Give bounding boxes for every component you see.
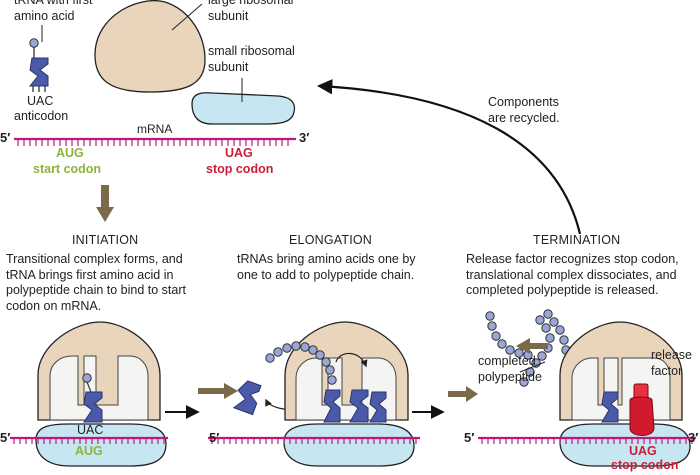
- completed-polypeptide-label: completed polypeptide: [478, 354, 542, 384]
- five-prime-elongation: 5′: [209, 430, 220, 445]
- completed-polypeptide-chain: [485, 309, 581, 387]
- small-subunit-top: [191, 92, 296, 125]
- elongation-title: ELONGATION: [289, 233, 373, 247]
- aug-top: AUG: [56, 146, 84, 160]
- polypeptide-bead: [535, 315, 545, 325]
- mrna-label: mRNA: [137, 122, 173, 136]
- polypeptide-bead: [555, 325, 565, 335]
- three-prime-termination: 3′: [688, 430, 699, 445]
- polypeptide-bead: [485, 311, 495, 321]
- polypeptide-bead: [491, 331, 501, 341]
- polypeptide-bead: [273, 347, 283, 357]
- initiation-description: Transitional complex forms, and tRNA bri…: [6, 252, 186, 313]
- five-prime-termination: 5′: [464, 430, 475, 445]
- polypeptide-bead: [315, 350, 325, 360]
- five-prime-initiation: 5′: [0, 430, 11, 445]
- polypeptide-release-arrow: [516, 338, 548, 354]
- polypeptide-bead: [291, 341, 301, 351]
- polypeptide-bead: [282, 343, 292, 353]
- release-factor-shape: [629, 383, 655, 436]
- polypeptide-bead: [321, 357, 331, 367]
- incoming-trna-arrow: [198, 383, 238, 399]
- polypeptide-bead: [487, 321, 497, 331]
- elongation-incoming-trna: [232, 380, 262, 416]
- start-codon-label: start codon: [33, 162, 102, 176]
- recycled-label: Components are recycled.: [488, 95, 560, 125]
- stop-codon-label: stop codon: [206, 162, 274, 176]
- five-prime-top: 5′: [0, 130, 11, 145]
- polypeptide-bead: [497, 339, 507, 349]
- aug-initiation: AUG: [75, 444, 103, 458]
- initiation-title: INITIATION: [72, 233, 139, 247]
- release-factor-label: release factor: [651, 348, 692, 378]
- uac-initiation: UAC: [77, 423, 104, 437]
- large-subunit-label: large ribosomal subunit: [208, 0, 294, 23]
- polypeptide-bead: [549, 317, 559, 327]
- three-prime-top: 3′: [299, 130, 310, 145]
- elongation-complex: [208, 321, 420, 467]
- termination-complex: [478, 321, 696, 467]
- polypeptide-bead: [514, 348, 524, 358]
- polypeptide-bead: [505, 345, 515, 355]
- recycle-arrow: [316, 79, 582, 235]
- uac-label: UAC: [27, 94, 54, 108]
- stop-codon-termination: stop codon: [611, 458, 679, 472]
- initiation-complex: [10, 321, 168, 467]
- polypeptide-bead: [308, 345, 318, 355]
- polypeptide-bead: [325, 365, 335, 375]
- polypeptide-bead: [541, 323, 551, 333]
- uag-top: UAG: [225, 146, 253, 160]
- polypeptide-bead: [300, 342, 310, 352]
- polypeptide-release-arrow-left: [448, 386, 478, 402]
- elongation-description: tRNAs bring amino acids one by one to ad…: [237, 252, 416, 282]
- trna-with-amino-acid-label: tRNA with first amino acid: [14, 0, 93, 23]
- mrna-top: [14, 137, 296, 146]
- elongation-peptide-transfer-arrow: [335, 352, 368, 368]
- termination-description: Release factor recognizes stop codon, tr…: [466, 252, 679, 297]
- polypeptide-bead: [559, 335, 569, 345]
- polypeptide-bead: [519, 377, 529, 387]
- completed-polypeptide-pointer: [519, 361, 546, 373]
- anticodon-label: anticodon: [14, 109, 69, 123]
- trna-top: [28, 25, 49, 92]
- termination-title: TERMINATION: [533, 233, 621, 247]
- uag-termination: UAG: [629, 444, 657, 458]
- polypeptide-bead: [265, 353, 275, 363]
- small-subunit-label: small ribosomal subunit: [208, 44, 295, 74]
- polypeptide-bead: [327, 375, 337, 385]
- polypeptide-bead: [543, 309, 553, 319]
- polypeptide-bead: [545, 333, 555, 343]
- amino-acid-bead: [29, 38, 39, 48]
- large-subunit-top: [94, 0, 206, 93]
- polypeptide-bead: [537, 351, 547, 361]
- elongation-polypeptide: [265, 341, 337, 385]
- large-subunit-pointer: [171, 3, 203, 31]
- initiation-down-arrow: [96, 185, 114, 222]
